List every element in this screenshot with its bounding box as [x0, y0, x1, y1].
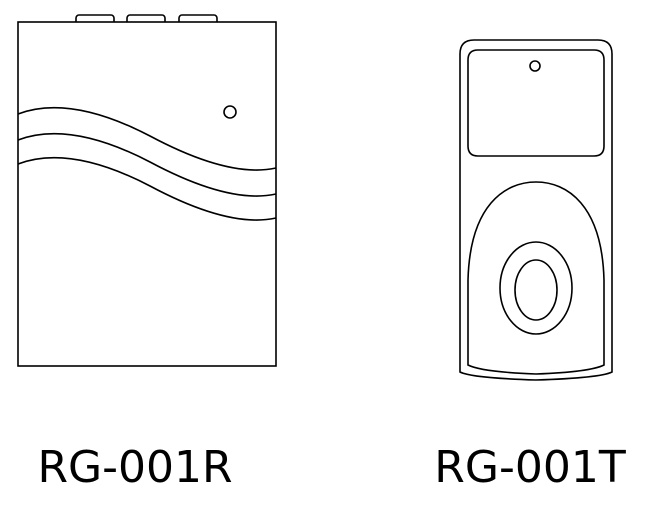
wave-line	[17, 156, 277, 221]
transmitter-drawing	[459, 39, 613, 381]
led-indicator	[223, 105, 237, 119]
receiver-drawing	[17, 14, 277, 367]
top-panel	[467, 49, 605, 157]
model-label-receiver: RG-001R	[37, 442, 233, 493]
model-label-transmitter: RG-001T	[434, 442, 626, 493]
wave-stripes	[17, 106, 277, 221]
wave-line	[17, 106, 277, 171]
led-indicator	[529, 60, 541, 72]
wave-line	[17, 132, 277, 197]
push-button	[514, 259, 558, 321]
